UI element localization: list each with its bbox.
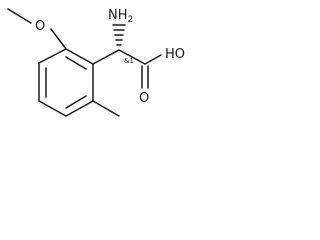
amine-label: NH2 [108, 8, 133, 25]
ring-bond-bottom-left [38, 100, 67, 117]
stereo-descriptor: &1 [124, 57, 134, 65]
ring-bond-bottom-right [65, 100, 94, 117]
ring-bond-top-left [38, 48, 67, 64]
methoxy-oxygen-label: O [35, 19, 45, 34]
bond-carboxyl-hydroxyl [144, 54, 162, 65]
ring-bond-top-right [65, 48, 94, 65]
bond-oxygen-ring [50, 28, 67, 50]
bond-alpha-carboxyl-carbon [118, 49, 146, 65]
ring-double-bond-bottom [65, 95, 87, 109]
chemical-structure: O NH2 HO O &1 [7, 8, 185, 117]
hydroxyl-label: HO [165, 47, 185, 62]
carbonyl-oxygen-label: O [139, 91, 149, 106]
bond-ring-methyl [92, 100, 120, 117]
ring-double-bond-top [65, 56, 87, 70]
bond-methoxy-methyl [7, 8, 32, 24]
bond-ring-alpha-carbon [92, 49, 120, 65]
hashed-wedge-bond [112, 24, 126, 46]
